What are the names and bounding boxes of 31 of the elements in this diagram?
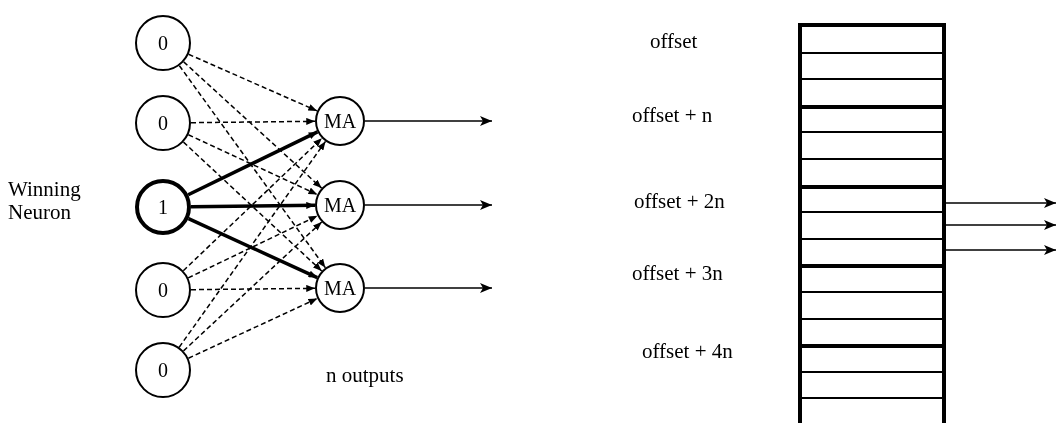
dashed-connection (187, 297, 319, 359)
dashed-connection (190, 117, 316, 125)
dashed-connection (178, 64, 327, 269)
dashed-connection (190, 284, 316, 292)
arrow (364, 200, 493, 210)
address-label: offset + 4n (642, 340, 733, 364)
neuron-circle: 0 (135, 15, 191, 71)
neuron-circle: 0 (135, 342, 191, 398)
dashed-connection (182, 221, 323, 352)
arrow (364, 116, 493, 126)
arrow (191, 201, 315, 209)
arrow (945, 245, 1057, 255)
neuron-circle: 0 (135, 262, 191, 318)
arrow (364, 283, 493, 293)
arrow (945, 220, 1057, 230)
dashed-connection (187, 53, 318, 112)
address-label: offset (650, 30, 698, 54)
dashed-connection (182, 61, 323, 189)
address-label: offset + 3n (632, 262, 723, 286)
neuron-circle: MA (315, 263, 365, 313)
arrow (945, 198, 1057, 208)
node-caption: Winning Neuron (8, 178, 82, 225)
address-label: offset + n (632, 104, 713, 128)
caption-label: n outputs (326, 364, 404, 388)
address-label: offset + 2n (634, 190, 725, 214)
neuron-circle: MA (315, 96, 365, 146)
dashed-connection (178, 140, 327, 348)
neuron-circle: 0 (135, 95, 191, 151)
neuron-circle: 1 (135, 179, 191, 235)
neuron-circle: MA (315, 180, 365, 230)
memory-table (798, 23, 946, 423)
